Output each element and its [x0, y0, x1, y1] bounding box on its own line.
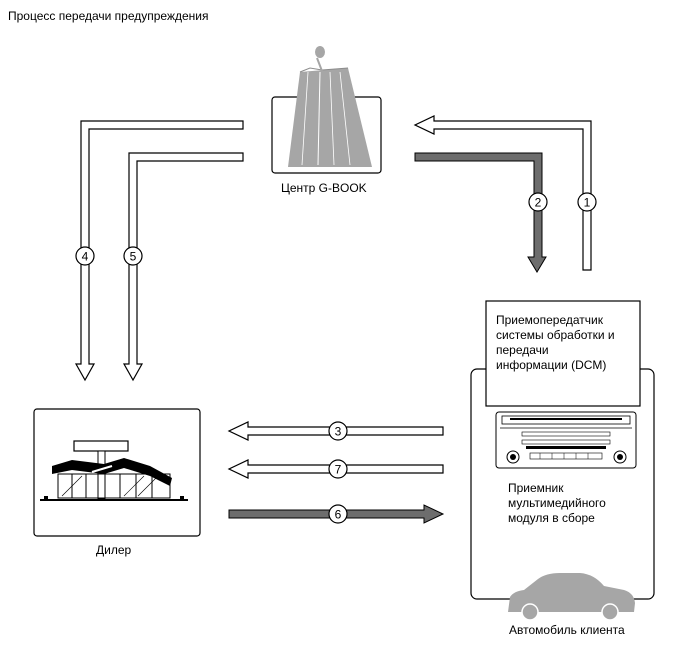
step-number: 3 [335, 425, 342, 439]
step-number: 2 [535, 196, 542, 210]
flow-arrow-1 [413, 115, 592, 271]
gbook-center-building-icon [288, 46, 372, 167]
dealer-building-icon [40, 440, 188, 501]
multimedia-receiver-label: Приемник мультимедийного модуля в сборе [508, 481, 606, 525]
gbook-center [271, 46, 382, 174]
dcm-box [485, 300, 641, 407]
step-marker-1: 1 [577, 192, 597, 212]
step-marker-6: 6 [328, 504, 348, 524]
car-icon [508, 573, 635, 621]
customer-car [470, 300, 655, 621]
flow-arrow-5 [122, 152, 244, 382]
step-marker-5: 5 [123, 246, 143, 266]
step-number: 7 [335, 463, 342, 477]
dealer-label: Дилер [96, 543, 132, 557]
step-number: 4 [82, 250, 89, 264]
multimedia-receiver-icon [495, 411, 637, 469]
step-marker-3: 3 [328, 421, 348, 441]
dcm-label: Приемопередатчик системы обработки и пер… [496, 313, 615, 372]
step-marker-7: 7 [328, 459, 348, 479]
dealer [33, 408, 201, 537]
step-number: 5 [130, 250, 137, 264]
step-marker-2: 2 [528, 192, 548, 212]
customer-car-label: Автомобиль клиента [509, 623, 625, 637]
step-number: 1 [584, 196, 591, 210]
step-number: 6 [335, 508, 342, 522]
flow-arrow-2 [414, 152, 547, 273]
flow-arrow-4 [74, 120, 244, 382]
gbook-center-label: Центр G-BOOK [281, 181, 367, 195]
step-marker-4: 4 [75, 246, 95, 266]
diagram-title: Процесс передачи предупреждения [8, 9, 209, 23]
